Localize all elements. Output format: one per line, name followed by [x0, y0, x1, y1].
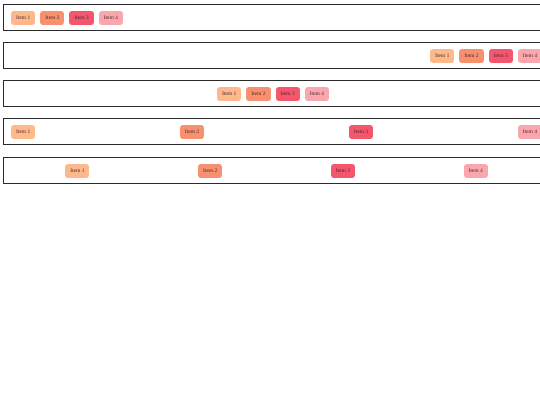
flex-item-3: Item 3: [69, 10, 94, 25]
space-between-container: Item 1 Item 2 Item 3 Item 4: [3, 118, 540, 145]
flex-item-1: Item 1: [430, 48, 455, 63]
flex-item-2: Item 2: [179, 124, 205, 139]
flex-item-4: Item 4: [517, 124, 540, 139]
flex-end-container: Item 1 Item 2 Item 3 Item 4: [3, 42, 540, 69]
flex-item-2: Item 2: [459, 48, 484, 63]
flex-item-2: Item 2: [198, 163, 223, 178]
flex-item-1: Item 1: [11, 124, 36, 139]
flex-item-4: Item 4: [98, 10, 123, 25]
center-container: Item 1 Item 2 Item 3 Item 4: [3, 80, 540, 107]
flex-item-1: Item 1: [217, 86, 242, 101]
flex-item-4: Item 4: [304, 86, 329, 101]
flex-item-1: Item 1: [65, 163, 90, 178]
flex-start-container: Item 1 Item 2 Item 3 Item 4: [3, 4, 540, 31]
flex-item-4: Item 4: [463, 163, 488, 178]
flex-item-1: Item 1: [11, 10, 36, 25]
flex-item-3: Item 3: [330, 163, 355, 178]
flex-item-3: Item 3: [488, 48, 513, 63]
flex-item-3: Item 3: [275, 86, 300, 101]
flex-item-2: Item 2: [246, 86, 271, 101]
flex-item-4: Item 4: [517, 48, 540, 63]
flex-item-3: Item 3: [348, 124, 374, 139]
space-around-container: Item 1 Item 2 Item 3 Item 4: [3, 157, 540, 184]
flex-item-2: Item 2: [40, 10, 65, 25]
